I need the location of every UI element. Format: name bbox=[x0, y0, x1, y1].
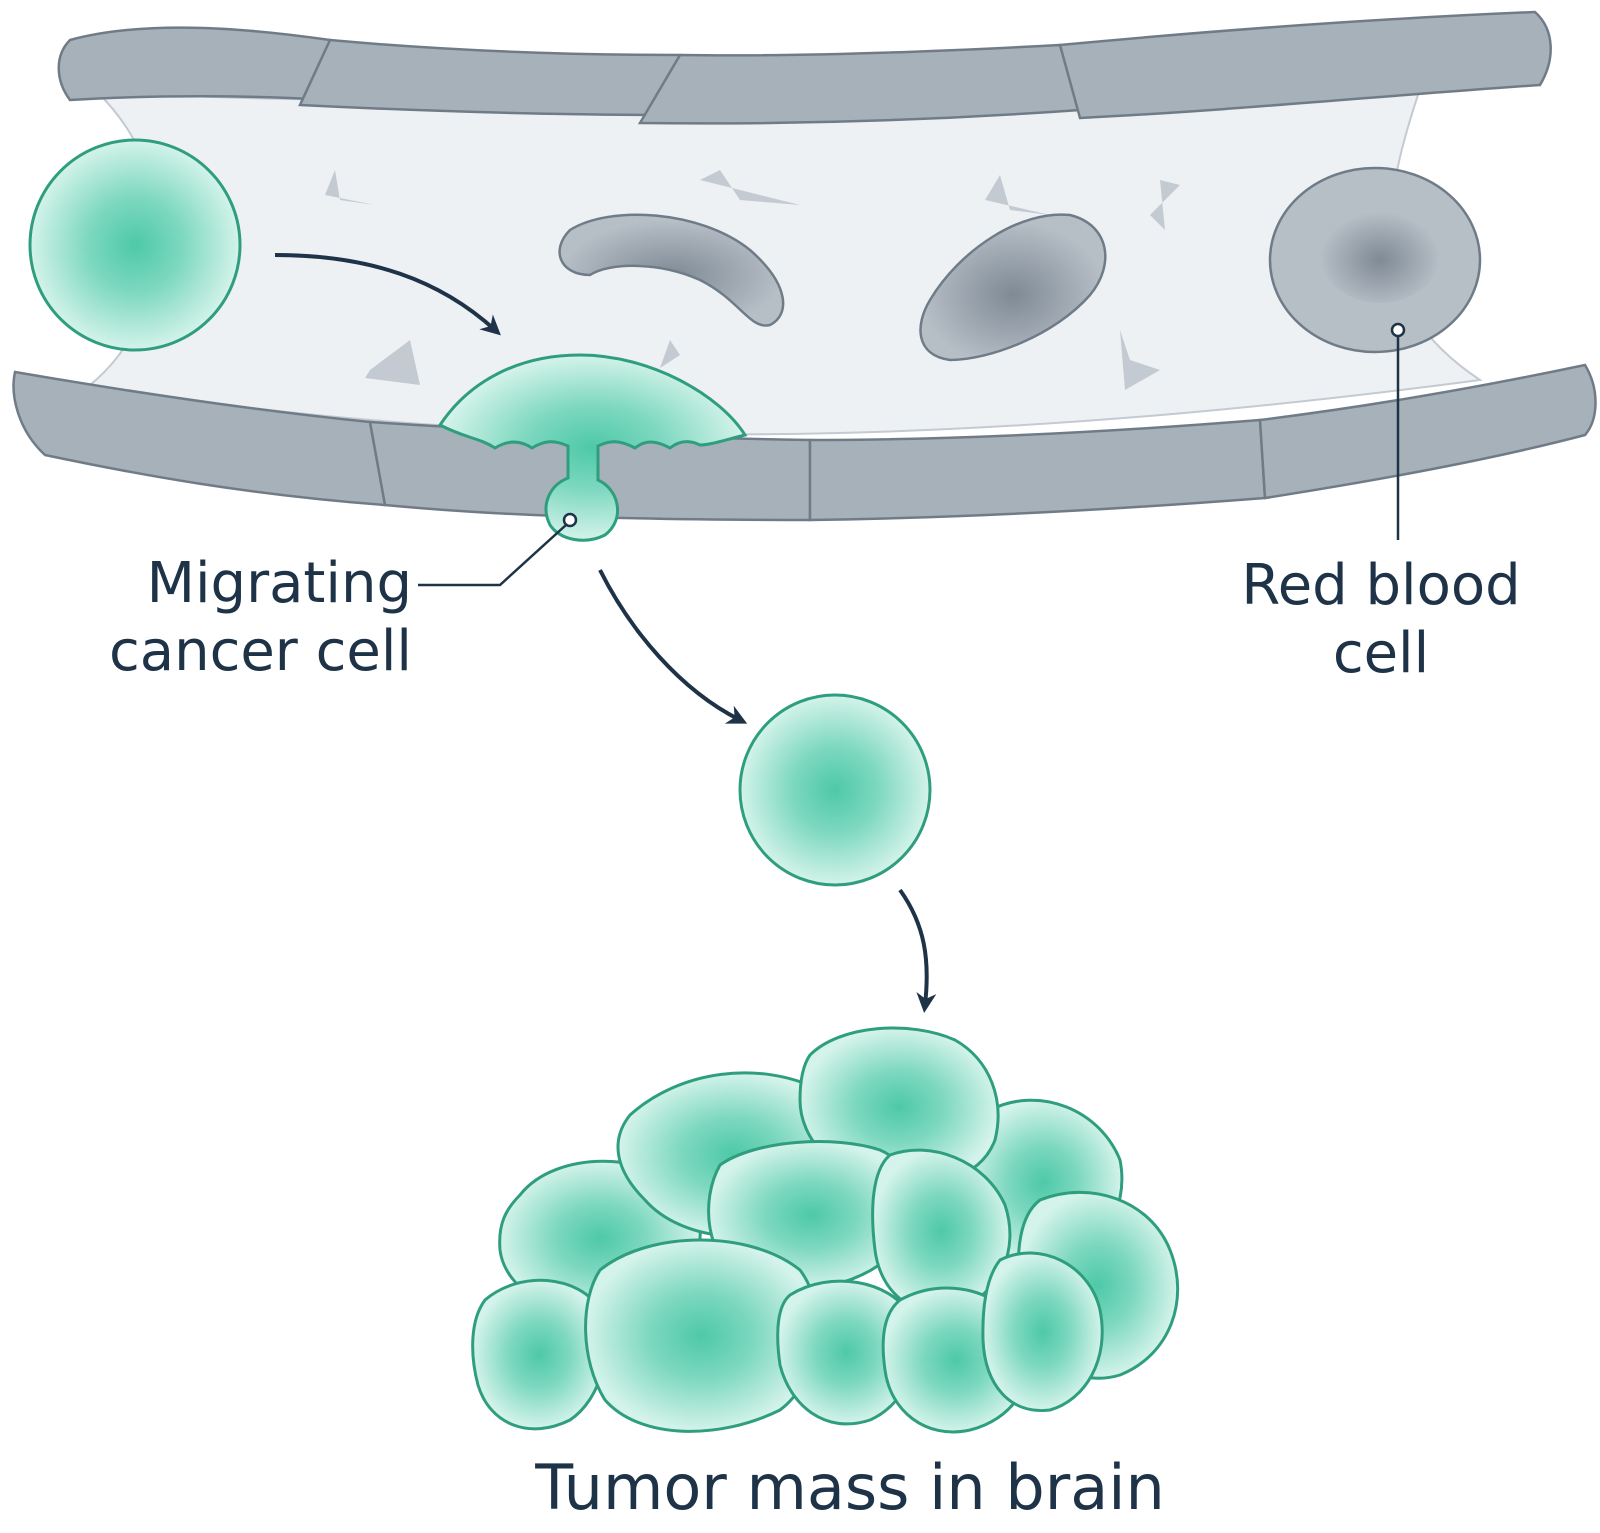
arrow-to-wall bbox=[274, 253, 501, 336]
label-migrating-line2: cancer cell bbox=[108, 619, 412, 684]
label-migrating-line1: Migrating bbox=[146, 551, 412, 616]
red-blood-cell bbox=[919, 213, 1107, 362]
tumor-cell bbox=[776, 1279, 917, 1426]
vessel-top-wall bbox=[57, 10, 1552, 125]
migrating-cell-pointer-dot bbox=[562, 512, 578, 528]
migrating-cancer-cell bbox=[437, 353, 748, 542]
tumor-mass bbox=[471, 1026, 1180, 1434]
tumor-cell bbox=[981, 1251, 1104, 1413]
red-blood-cell-center bbox=[1320, 207, 1440, 303]
label-tumor-mass: Tumor mass in brain bbox=[535, 1451, 1165, 1524]
tumor-cell bbox=[584, 1238, 819, 1433]
arrow-to-tumor bbox=[898, 888, 937, 1013]
arrow-to-brain bbox=[598, 569, 748, 724]
cancer-cell-in-brain bbox=[738, 693, 932, 887]
red-blood-cell bbox=[558, 213, 785, 327]
circulating-cancer-cell bbox=[28, 138, 242, 352]
vessel-fibers bbox=[325, 170, 1180, 390]
red-blood-cells bbox=[558, 166, 1482, 362]
rbc-pointer-dot bbox=[1390, 322, 1406, 338]
label-rbc-line1: Red blood bbox=[1241, 553, 1521, 618]
tumor-cell bbox=[471, 1278, 608, 1431]
label-migrating-cancer-cell: Migrating cancer cell bbox=[60, 550, 412, 686]
label-rbc-line2: cell bbox=[1332, 621, 1430, 686]
blood-vessel bbox=[12, 10, 1597, 522]
label-red-blood-cell: Red blood cell bbox=[1216, 552, 1546, 688]
migrating-cell-leader-line bbox=[418, 524, 567, 587]
